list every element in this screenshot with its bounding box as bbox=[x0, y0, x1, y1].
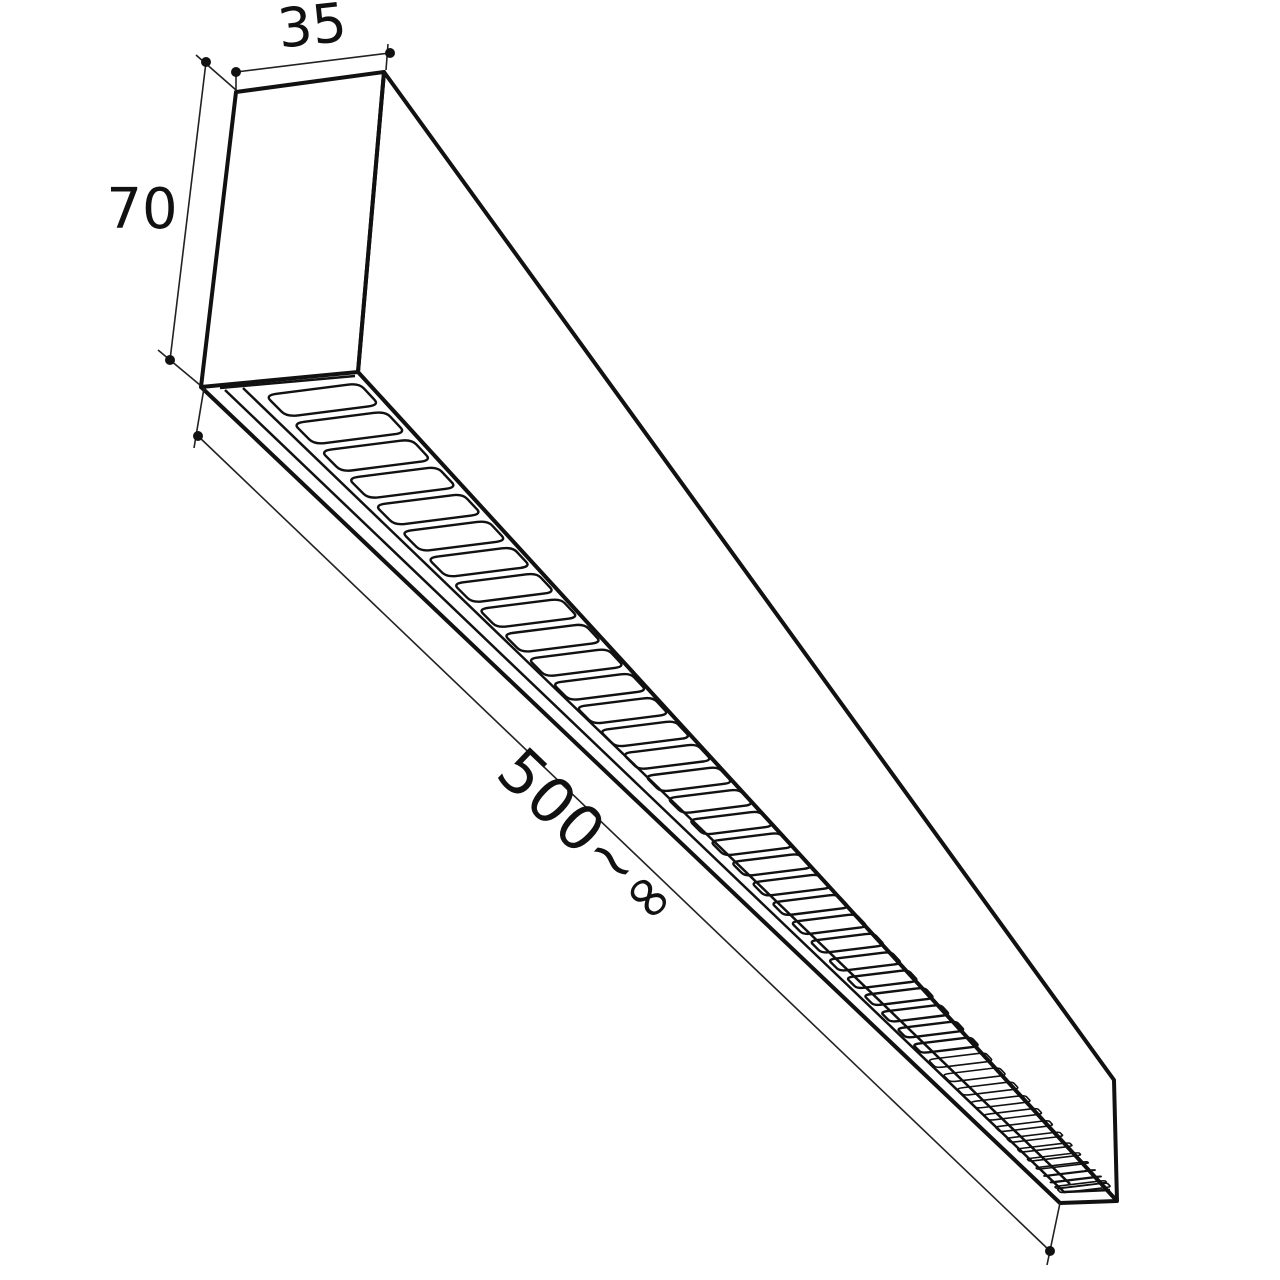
louver-cell bbox=[1056, 1182, 1111, 1194]
height-label: 70 bbox=[106, 177, 177, 242]
end-face bbox=[199, 70, 386, 389]
louver-cell bbox=[376, 493, 480, 526]
height-dot-bottom bbox=[165, 355, 175, 365]
bottom-edge bbox=[199, 385, 1118, 1205]
louver-cell bbox=[711, 832, 792, 857]
louver-cell bbox=[983, 1107, 1043, 1121]
louver-cell bbox=[322, 439, 430, 472]
louver-cell bbox=[529, 648, 623, 677]
louver-cell bbox=[295, 411, 404, 445]
louver-cell bbox=[554, 672, 646, 701]
louver-cell bbox=[601, 720, 690, 748]
louver-cell bbox=[970, 1094, 1031, 1109]
louver-cell bbox=[828, 951, 902, 972]
louver-cell bbox=[623, 743, 711, 770]
louver-cell bbox=[577, 696, 668, 725]
side-face bbox=[356, 70, 1119, 1203]
width-dimension-line bbox=[235, 52, 391, 73]
louver-cell bbox=[1054, 1179, 1108, 1190]
length-dot-end bbox=[1045, 1246, 1055, 1256]
louver-cell bbox=[772, 893, 849, 917]
louver-cell bbox=[1049, 1175, 1102, 1184]
louver-grid bbox=[267, 383, 1111, 1194]
louver-cell bbox=[1043, 1168, 1096, 1178]
louver-cell bbox=[267, 383, 378, 417]
louver-cell bbox=[690, 810, 773, 836]
louver-cell bbox=[810, 932, 885, 954]
length-dimension-line bbox=[197, 435, 1051, 1252]
height-extension-bottom bbox=[157, 349, 201, 386]
width-label: 35 bbox=[275, 0, 350, 61]
louver-cell bbox=[881, 1004, 950, 1023]
louver-cell bbox=[995, 1120, 1054, 1133]
louver-cell bbox=[1016, 1142, 1073, 1153]
profile-body bbox=[199, 70, 1119, 1205]
louver-cell bbox=[668, 788, 752, 814]
width-dot-right bbox=[385, 48, 395, 58]
louver-cell bbox=[455, 572, 553, 603]
louver-cell bbox=[350, 466, 455, 499]
louver-cell bbox=[928, 1052, 993, 1069]
louver-cell bbox=[403, 520, 505, 552]
louver-cell bbox=[864, 987, 934, 1007]
louver-cell bbox=[732, 853, 812, 877]
louver-cell bbox=[505, 623, 600, 653]
louver-cell bbox=[957, 1081, 1019, 1096]
louver-cell bbox=[646, 766, 732, 793]
louver-cell bbox=[791, 913, 867, 936]
louver-cell bbox=[897, 1020, 965, 1039]
louver-cell bbox=[913, 1036, 979, 1054]
height-dimension-line bbox=[169, 61, 207, 361]
louver-cell bbox=[1035, 1160, 1090, 1170]
louver-cell bbox=[943, 1067, 1006, 1083]
end-inner-edge bbox=[219, 374, 356, 390]
louver-cell bbox=[846, 969, 918, 990]
dimension-height: 70 bbox=[106, 54, 237, 386]
louver-cell bbox=[480, 598, 577, 628]
width-dot-left bbox=[231, 67, 241, 77]
louver-cell bbox=[752, 873, 831, 897]
length-label: 500~∞ bbox=[483, 733, 694, 939]
louver-cell bbox=[1006, 1131, 1064, 1143]
louver-cell bbox=[429, 546, 529, 578]
height-dot-top bbox=[201, 57, 211, 67]
dimension-width: 35 bbox=[231, 0, 395, 90]
louver-cell bbox=[1026, 1152, 1082, 1162]
length-dot-start bbox=[193, 431, 203, 441]
